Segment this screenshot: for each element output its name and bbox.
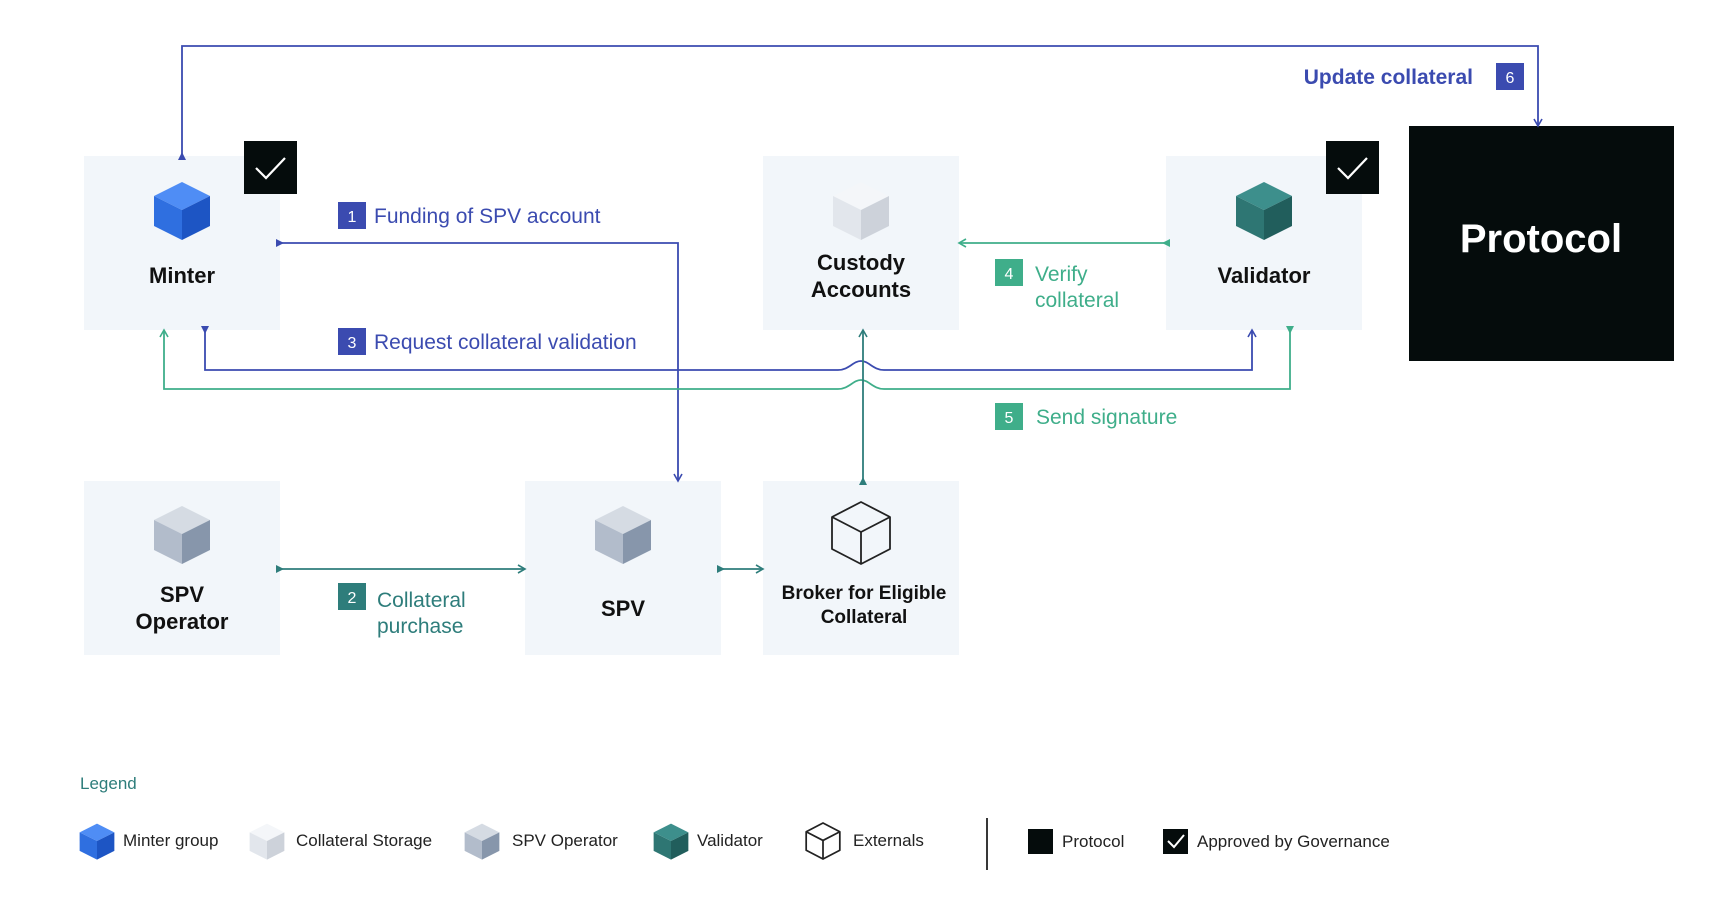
step2-label-line1: Collateral [377,589,466,612]
step6-badge [1496,63,1524,90]
minter-approved-check-icon [244,141,297,194]
step5-label: Send signature [1036,406,1177,429]
protocol-label: Protocol [1460,217,1622,261]
step3-number: 3 [348,335,357,352]
step3-badge [338,328,366,355]
custody-label-line2: Accounts [811,277,911,302]
legend-title: Legend [80,774,137,793]
step6-number: 6 [1506,70,1515,87]
custody-white-cube-icon [833,182,889,240]
spv-operator-label-line1: SPV [160,582,204,607]
legend-label-minter-group: Minter group [123,831,218,850]
legend-white-cube-icon [249,823,285,860]
legend-check-square-icon [1163,829,1188,854]
legend-label-protocol: Protocol [1062,832,1124,851]
step3-label: Request collateral validation [374,331,637,354]
spv-gray-cube-icon [595,506,651,564]
connector-funding-spv [276,239,683,483]
step1-badge [338,202,366,229]
legend-label-validator: Validator [697,831,763,850]
broker-label-line2: Collateral [821,607,908,628]
connector-send-signature [159,326,1294,390]
step1-label: Funding of SPV account [374,205,601,228]
step2-number: 2 [348,590,357,607]
connector-update-collateral [178,45,1543,160]
legend-blue-cube-icon [79,823,115,860]
legend-black-square-icon [1028,829,1053,854]
spv-operator-label-line2: Operator [136,609,229,634]
legend-label-externals: Externals [853,831,924,850]
custody-label-line1: Custody [817,250,906,275]
validator-approved-check-icon [1326,141,1379,194]
step4-label-line1: Verify [1035,263,1088,286]
minter-label: Minter [149,263,215,288]
legend-teal-cube-icon [653,823,689,860]
step2-label-line2: purchase [377,615,463,638]
step5-badge [995,403,1023,430]
minter-blue-cube-icon [154,182,210,240]
spv-label: SPV [601,596,645,621]
legend-label-approved-by-governance: Approved by Governance [1197,832,1390,851]
step5-number: 5 [1005,410,1014,427]
legend-label-spv-operator: SPV Operator [512,831,618,850]
validator-teal-cube-icon [1236,182,1292,240]
legend-gray-cube-icon [464,823,500,860]
legend-label-collateral-storage: Collateral Storage [296,831,432,850]
broker-outline-cube-icon [831,501,891,565]
step2-badge [338,583,366,610]
legend-outline-cube-icon [805,822,841,860]
step4-badge [995,259,1023,286]
broker-box [763,481,959,655]
step4-label-line2: collateral [1035,289,1119,312]
step1-number: 1 [348,209,357,226]
validator-label: Validator [1218,263,1311,288]
spv-operator-gray-cube-icon [154,506,210,564]
protocol-box [1409,126,1674,361]
broker-label-line1: Broker for Eligible [782,583,947,604]
step4-number: 4 [1005,266,1014,283]
step6-label: Update collateral [1304,66,1473,89]
